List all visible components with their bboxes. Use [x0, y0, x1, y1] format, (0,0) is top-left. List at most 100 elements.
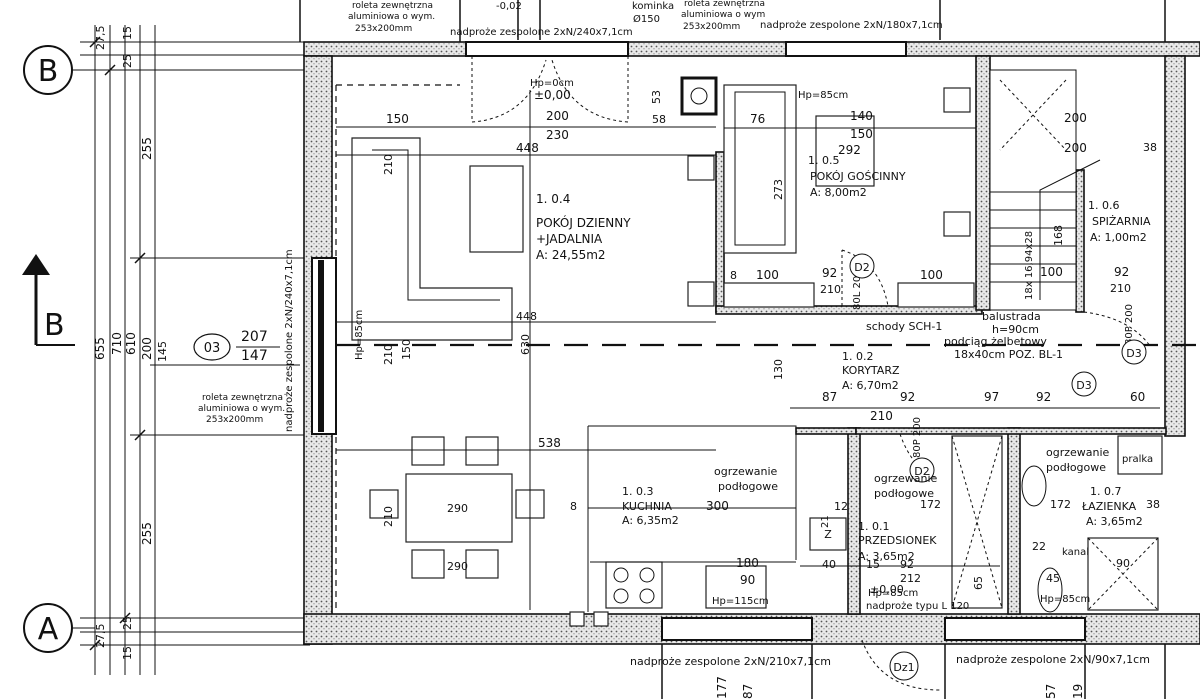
svg-text:147: 147	[241, 348, 268, 364]
svg-text:1. 0.3: 1. 0.3	[622, 485, 654, 498]
living-room: 1. 0.4 POKÓJ DZIENNY +JADALNIA A: 24,55m…	[335, 84, 716, 610]
svg-text:255: 255	[140, 137, 154, 160]
svg-text:273: 273	[772, 179, 785, 200]
svg-text:168: 168	[1052, 225, 1065, 246]
svg-text:230: 230	[546, 128, 569, 142]
left-dimension-chain	[80, 25, 310, 675]
svg-text:roleta zewnętrzna: roleta zewnętrzna	[202, 393, 283, 403]
interior-walls	[715, 55, 1167, 615]
svg-text:podłogowe: podłogowe	[718, 480, 778, 493]
hall: 80P 200 D2 ogrzewanie podłogowe 172 1. 0…	[800, 417, 1003, 612]
svg-text:19: 19	[1071, 684, 1085, 699]
fireplace	[680, 76, 718, 116]
svg-text:630: 630	[519, 334, 532, 355]
svg-text:Hp=85cm: Hp=85cm	[354, 310, 365, 360]
svg-text:A: 3,65m2: A: 3,65m2	[1086, 515, 1143, 528]
svg-text:12: 12	[834, 500, 848, 513]
svg-text:38: 38	[1146, 498, 1160, 511]
svg-text:92: 92	[900, 558, 914, 571]
svg-text:A: 6,35m2: A: 6,35m2	[622, 514, 679, 527]
svg-text:podłogowe: podłogowe	[874, 487, 934, 500]
coffee-table	[469, 165, 524, 253]
svg-text:15: 15	[121, 646, 134, 660]
svg-text:58: 58	[652, 113, 666, 126]
svg-text:655: 655	[93, 337, 107, 360]
svg-text:90: 90	[740, 573, 755, 587]
svg-text:schody SCH-1: schody SCH-1	[866, 320, 942, 333]
svg-text:22: 22	[1032, 540, 1046, 553]
svg-text:podciąg żelbetowy: podciąg żelbetowy	[944, 335, 1047, 348]
svg-text:nadproże zespolone 2xN/180x7,1: nadproże zespolone 2xN/180x7,1cm	[760, 20, 943, 31]
svg-text:PRZEDSIONEK: PRZEDSIONEK	[858, 534, 937, 547]
bottom-notes: nadproże zespolone 2xN/210x7,1cm nadproż…	[630, 639, 1166, 699]
svg-text:Hp=115cm: Hp=115cm	[712, 596, 769, 607]
svg-text:25: 25	[121, 54, 134, 68]
wardrobe	[951, 435, 1003, 609]
svg-text:D2: D2	[914, 465, 929, 478]
svg-text:nadproże zespolone 2xN/240x7,1: nadproże zespolone 2xN/240x7,1cm	[450, 27, 633, 38]
svg-text:Dz1: Dz1	[893, 661, 914, 674]
lintel-left-label: nadproże zespolone 2xN/240x7,1cm	[284, 249, 295, 432]
svg-text:podłogowe: podłogowe	[1046, 461, 1106, 474]
svg-text:15: 15	[121, 26, 134, 40]
svg-text:1. 0.1: 1. 0.1	[858, 520, 890, 533]
svg-text:kominka: kominka	[632, 1, 674, 12]
svg-text:448: 448	[516, 310, 537, 323]
svg-text:A: 24,55m2: A: 24,55m2	[536, 248, 606, 262]
svg-text:45: 45	[1046, 572, 1060, 585]
svg-text:212: 212	[900, 572, 921, 585]
svg-text:92: 92	[1114, 265, 1129, 279]
svg-text:h=90cm: h=90cm	[992, 323, 1039, 336]
svg-text:150: 150	[400, 339, 413, 360]
svg-text:B: B	[38, 54, 59, 89]
svg-text:18x40cm POZ. BL-1: 18x40cm POZ. BL-1	[954, 348, 1063, 361]
kitchen: ogrzewanie podłogowe 1. 0.3 KUCHNIA A: 6…	[569, 425, 848, 627]
svg-text:150: 150	[850, 127, 873, 141]
svg-text:290: 290	[447, 560, 468, 573]
svg-text:nadproże typu L 120: nadproże typu L 120	[866, 601, 969, 612]
svg-text:Hp=85cm: Hp=85cm	[868, 588, 918, 599]
section-marker: B	[22, 254, 75, 346]
axis-b-bubble: B	[23, 45, 95, 95]
svg-text:roleta zewnętrzna: roleta zewnętrzna	[684, 0, 765, 9]
svg-text:255: 255	[140, 522, 154, 545]
guest-room: 76 140 150 292 Hp=85cm 273 1. 0.5 POKÓJ …	[687, 84, 976, 310]
svg-text:200: 200	[1064, 111, 1087, 125]
svg-text:1. 0.4: 1. 0.4	[536, 192, 570, 206]
svg-text:210: 210	[382, 344, 395, 365]
washer	[1117, 435, 1163, 475]
svg-text:60: 60	[1130, 390, 1145, 404]
svg-text:1. 0.5: 1. 0.5	[808, 154, 840, 167]
svg-text:balustrada: balustrada	[982, 310, 1041, 323]
svg-text:ogrzewanie: ogrzewanie	[874, 472, 938, 485]
stairs: 18x 16,94x28 200 200 38 168 100	[989, 69, 1157, 311]
window-tag-03: 03 207 147	[193, 329, 280, 364]
svg-text:KORYTARZ: KORYTARZ	[842, 364, 900, 377]
svg-text:D3: D3	[1126, 347, 1141, 360]
svg-text:±0,00: ±0,00	[534, 88, 571, 102]
svg-text:80P 200: 80P 200	[912, 417, 923, 458]
svg-text:210: 210	[870, 409, 893, 423]
svg-text:8: 8	[730, 269, 737, 282]
svg-text:A: 1,00m2: A: 1,00m2	[1090, 231, 1147, 244]
svg-text:172: 172	[920, 498, 941, 511]
svg-text:97: 97	[984, 390, 999, 404]
svg-text:140: 140	[850, 109, 873, 123]
roller-note-left: roleta zewnętrzna aluminiowa o wym. 253x…	[198, 393, 285, 425]
svg-text:aluminiowa o wym.: aluminiowa o wym.	[348, 12, 435, 22]
svg-text:253x200mm: 253x200mm	[683, 22, 740, 32]
svg-text:57: 57	[1044, 684, 1058, 699]
svg-text:210: 210	[1110, 282, 1131, 295]
svg-text:KUCHNIA: KUCHNIA	[622, 500, 672, 513]
svg-text:290: 290	[447, 502, 468, 515]
svg-text:B: B	[44, 308, 65, 343]
svg-text:253x200mm: 253x200mm	[206, 415, 263, 425]
svg-text:1. 0.7: 1. 0.7	[1090, 485, 1122, 498]
svg-text:40: 40	[822, 558, 836, 571]
svg-text:200: 200	[140, 337, 154, 360]
dining-table	[405, 473, 513, 543]
svg-text:177: 177	[715, 676, 729, 699]
svg-text:Hp=85cm: Hp=85cm	[798, 90, 848, 101]
pantry: 1. 0.6 SPIŻARNIA A: 1,00m2 92 210 80P 20…	[1083, 199, 1151, 365]
svg-text:SPIŻARNIA: SPIŻARNIA	[1092, 215, 1151, 228]
